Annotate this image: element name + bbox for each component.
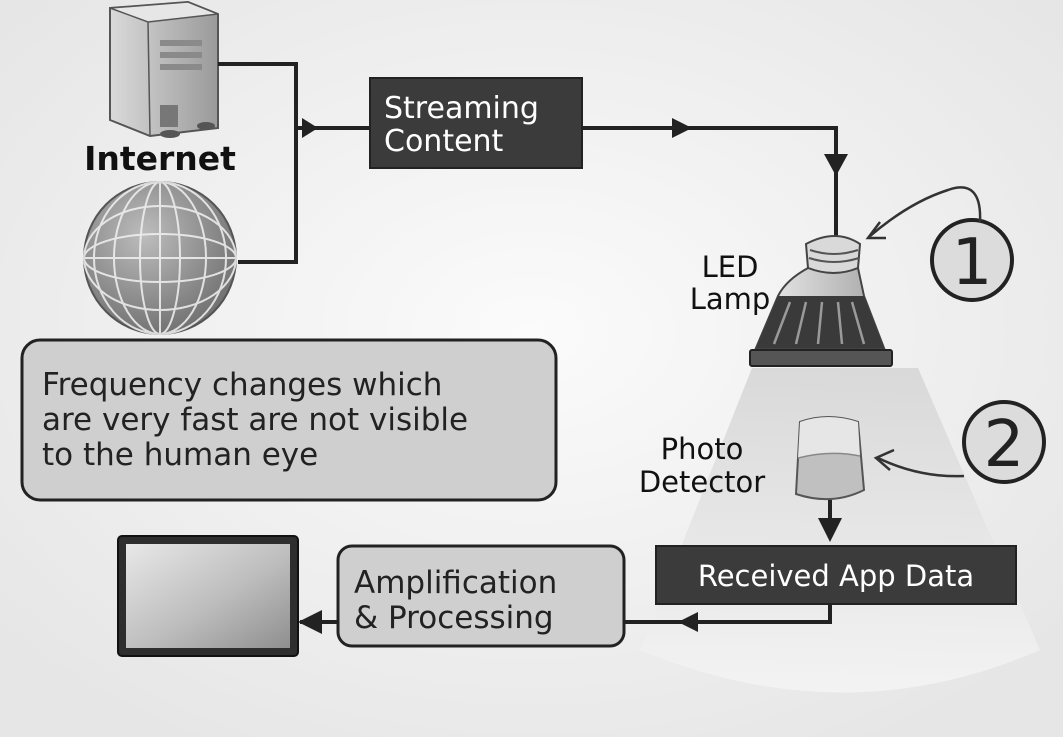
server-tower-icon bbox=[109, 0, 219, 138]
light-beam bbox=[640, 368, 1040, 693]
arrow-down-to-lamp bbox=[824, 154, 848, 176]
streaming-to-lamp-connector bbox=[582, 126, 838, 240]
photo-detector-icon bbox=[794, 416, 866, 501]
step-2-pointer-head bbox=[873, 448, 895, 471]
amp-label-line1: Amplification bbox=[354, 565, 557, 601]
streaming-content-box: Streaming Content bbox=[369, 77, 583, 169]
streaming-label-line1: Streaming bbox=[384, 91, 539, 126]
step-1-number: 1 bbox=[952, 226, 993, 300]
internet-label: Internet bbox=[84, 139, 236, 178]
arrow-streaming-right bbox=[672, 118, 692, 138]
streaming-label-line2: Content bbox=[384, 124, 504, 159]
arrow-to-streaming bbox=[302, 118, 318, 138]
received-label: Received App Data bbox=[698, 559, 974, 593]
step-2-pointer bbox=[877, 456, 965, 478]
step-2-number: 2 bbox=[984, 408, 1025, 482]
step-1-pointer bbox=[869, 186, 982, 237]
led-label-line2: Lamp bbox=[690, 282, 771, 316]
amp-label-line2: & Processing bbox=[354, 600, 554, 636]
display-screen-icon bbox=[117, 535, 299, 657]
step-2-badge: 2 bbox=[962, 400, 1046, 484]
received-app-data-box: Received App Data bbox=[655, 545, 1017, 605]
note-box: Frequency changes which are very fast ar… bbox=[20, 338, 558, 502]
photo-label-line1: Photo bbox=[661, 432, 744, 466]
step-1-badge: 1 bbox=[930, 218, 1014, 302]
led-lamp-icon bbox=[749, 235, 893, 367]
globe-icon bbox=[83, 181, 237, 335]
arrow-down-to-received bbox=[818, 518, 842, 542]
led-label-line1: LED bbox=[702, 250, 759, 284]
amplification-box: Amplification & Processing bbox=[336, 544, 626, 648]
note-line1: Frequency changes which bbox=[42, 367, 442, 403]
arrow-to-amp bbox=[678, 612, 698, 632]
step-1-pointer-head bbox=[865, 221, 886, 240]
photo-label-line2: Detector bbox=[639, 465, 765, 499]
note-line2: are very fast are not visible bbox=[42, 402, 468, 438]
note-line3: to the human eye bbox=[42, 437, 318, 473]
arrow-to-display bbox=[298, 610, 322, 634]
